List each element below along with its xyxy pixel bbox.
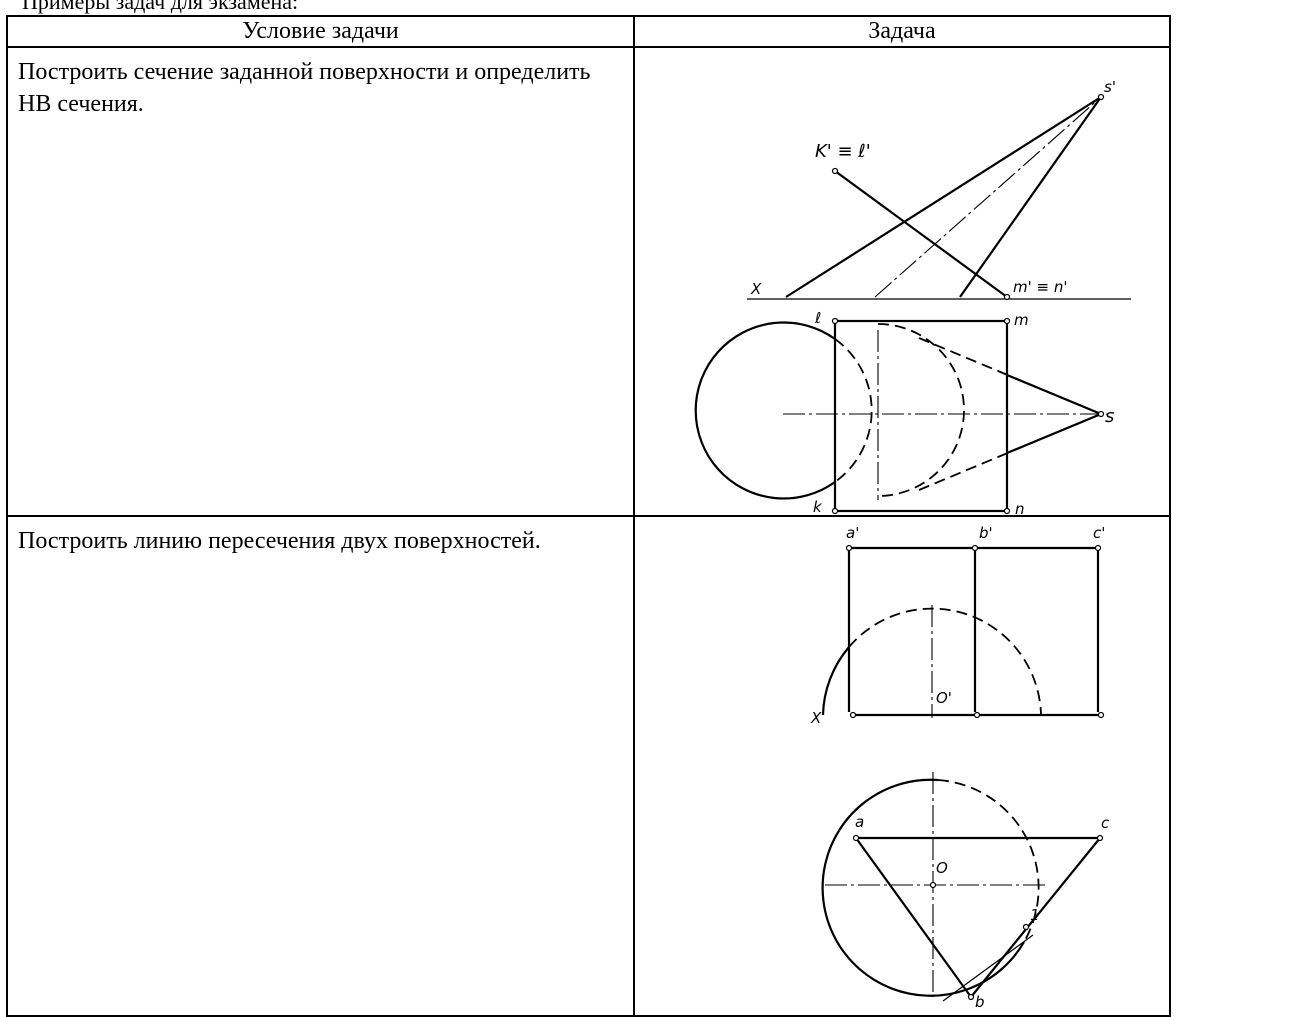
label-o: O: [936, 859, 948, 877]
visible-edge-bottom: [1006, 412, 1102, 455]
base-circle-hidden-left: [834, 338, 873, 483]
label-n: n: [1015, 500, 1025, 515]
task-drawing-2: a' b' c' X O' a c: [633, 515, 1171, 1017]
pyramid-edge-right: [959, 96, 1102, 298]
plane-trace-front: [834, 170, 1008, 298]
sphere-visible-arc: [821, 646, 850, 716]
sphere-hidden-arc: [848, 607, 1042, 716]
base-circle-solid: [694, 321, 836, 500]
base-circle-hidden-right: [877, 323, 965, 497]
label-b: b: [975, 993, 985, 1011]
pyramid-edge-left: [785, 96, 1102, 298]
header-task: Задача: [633, 15, 1171, 48]
label-s: s: [1105, 406, 1114, 427]
label-x-1: X: [750, 280, 762, 298]
prism-edge-ab: [855, 837, 972, 998]
table-row: Построить сечение заданной поверхности и…: [6, 46, 1171, 517]
label-x-2: X: [810, 709, 822, 727]
intersection-curve: [942, 934, 1034, 1002]
label-c-prime: c': [1093, 524, 1105, 542]
label-l: ℓ: [814, 309, 821, 327]
label-a: a: [855, 813, 864, 831]
table-header-row: Условие задачи Задача: [6, 15, 1171, 48]
task-drawing-1: K' ≡ ℓ' s' X m' ≡ n' ℓ: [633, 46, 1171, 517]
header-condition: Условие задачи: [6, 15, 635, 48]
label-m-eq-n: m' ≡ n': [1013, 278, 1067, 296]
plane-square: [833, 319, 1009, 513]
condition-text-1: Построить сечение заданной поверхности и…: [6, 46, 635, 517]
label-m: m: [1014, 311, 1029, 329]
label-k-eq-l: K' ≡ ℓ': [815, 141, 871, 162]
label-k: k: [813, 498, 823, 515]
label-a-prime: a': [846, 524, 859, 542]
page-caption: Примеры задач для экзамена:: [22, 0, 299, 14]
visible-edge-top: [1006, 373, 1102, 416]
sphere-circle-hidden: [937, 779, 1040, 943]
prism-edge-bc: [970, 837, 1101, 998]
label-b-prime: b': [979, 524, 993, 542]
tasks-table: Условие задачи Задача Построить сечение …: [6, 15, 1171, 1017]
condition-text-2: Построить линию пересечения двух поверхн…: [6, 515, 635, 1017]
label-s-prime: s': [1104, 78, 1116, 96]
axis-line-front: [874, 96, 1102, 298]
intersection-drawing: a' b' c' X O' a c: [810, 524, 1110, 1011]
label-o-prime: O': [936, 689, 952, 707]
label-1: 1: [1030, 906, 1040, 924]
section-drawing: K' ≡ ℓ' s' X m' ≡ n' ℓ: [694, 78, 1131, 515]
sphere-circle-visible: [821, 778, 1025, 997]
table-row: Построить линию пересечения двух поверхн…: [6, 515, 1171, 1017]
label-c: c: [1101, 814, 1110, 832]
